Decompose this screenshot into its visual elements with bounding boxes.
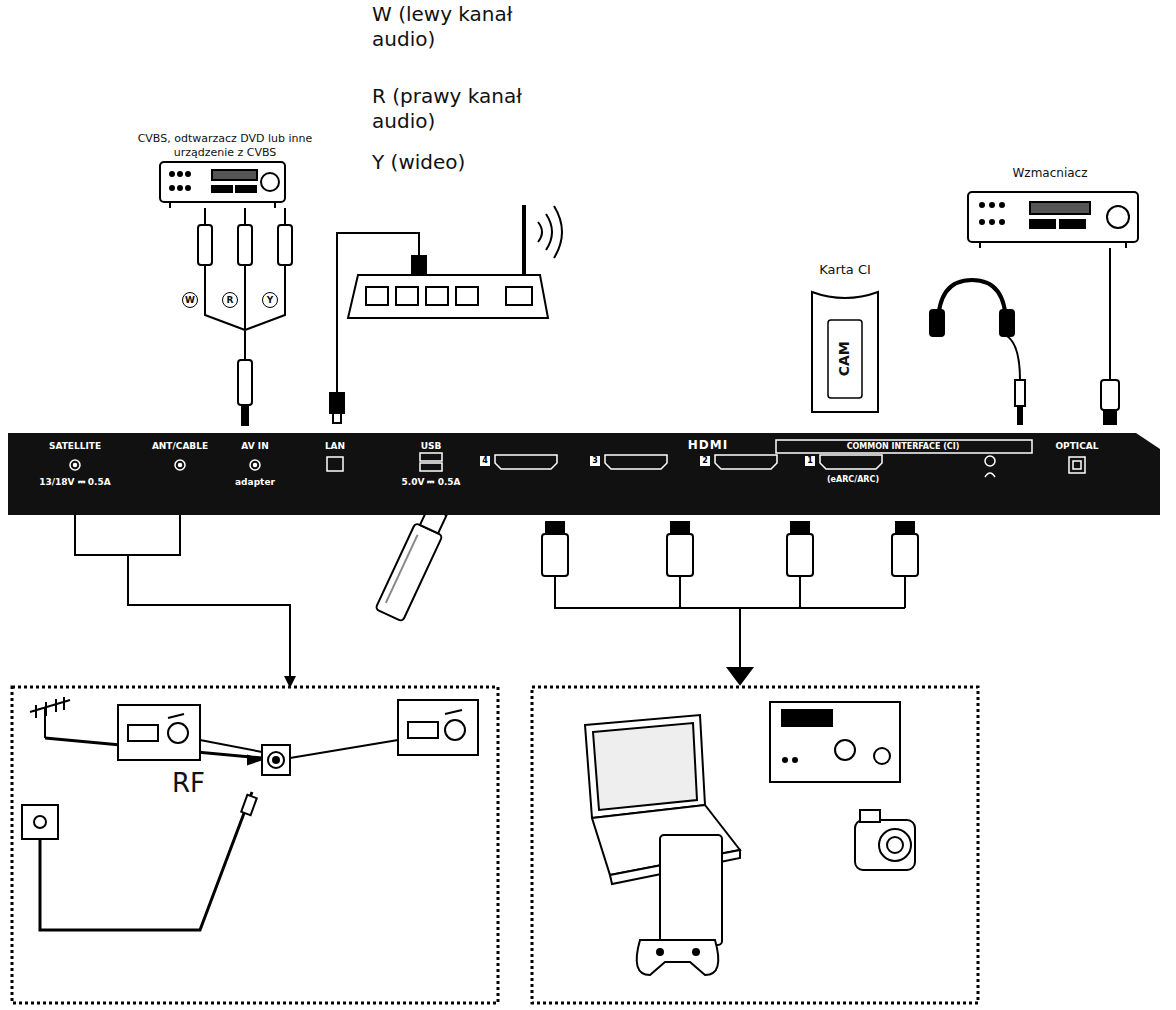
card-text: CAM xyxy=(836,341,854,376)
antenna-box: RF xyxy=(12,687,498,1003)
bracket-line xyxy=(128,515,180,555)
device-caption: CVBS, odtwarzacz DVD lub inne urządzenie… xyxy=(135,132,315,160)
card-shape xyxy=(800,262,890,414)
antenna-setup xyxy=(22,697,478,930)
plug-letter: R xyxy=(222,292,238,308)
interface-label: COMMON INTERFACE (CI) xyxy=(847,442,960,452)
port-note: adapter xyxy=(235,477,275,488)
port-label: OPTICAL xyxy=(1055,441,1098,452)
port-number: 2 xyxy=(700,456,710,466)
card-heading: Karta CI xyxy=(819,262,871,278)
port-rating: 13/18V ⎓ 0.5A xyxy=(39,477,110,488)
port-label: USB xyxy=(421,441,442,452)
port-number: 4 xyxy=(480,456,490,466)
port-label: LAN xyxy=(325,441,345,452)
headphones xyxy=(930,280,1025,424)
plug-letter: W xyxy=(182,292,198,308)
hdmi-logo: HDMI xyxy=(688,438,728,452)
port-number: 3 xyxy=(590,456,600,466)
amplifier xyxy=(968,192,1138,424)
rca-cables xyxy=(198,208,292,425)
signal-note: R (prawy kanał audio) xyxy=(372,84,552,134)
ci-card: Karta CI CAM xyxy=(800,262,890,414)
signal-note: W (lewy kanał audio) xyxy=(372,2,552,52)
connector xyxy=(75,515,290,687)
router xyxy=(330,205,562,423)
back-panel: SATELLITE 13/18V ⎓ 0.5A ANT/CABLE AV IN adap… xyxy=(8,433,1160,515)
device-caption: Wzmacniacz xyxy=(990,166,1110,181)
dvd-player xyxy=(160,162,285,208)
hdmi-cables xyxy=(542,522,918,684)
port-label: AV IN xyxy=(241,441,268,452)
plug-letter: Y xyxy=(262,292,278,308)
signal-note: Y (wideo) xyxy=(372,150,552,175)
signal-label: RF xyxy=(172,767,205,800)
port-label: SATELLITE xyxy=(49,441,101,452)
port-label: ANT/CABLE xyxy=(152,441,208,452)
port-rating: 5.0V ⎓ 0.5A xyxy=(401,477,460,488)
port-number: 1 xyxy=(805,456,815,466)
hdmi-devices xyxy=(532,687,978,1003)
port-note: (eARC/ARC) xyxy=(827,475,879,485)
usb-stick xyxy=(375,505,451,622)
